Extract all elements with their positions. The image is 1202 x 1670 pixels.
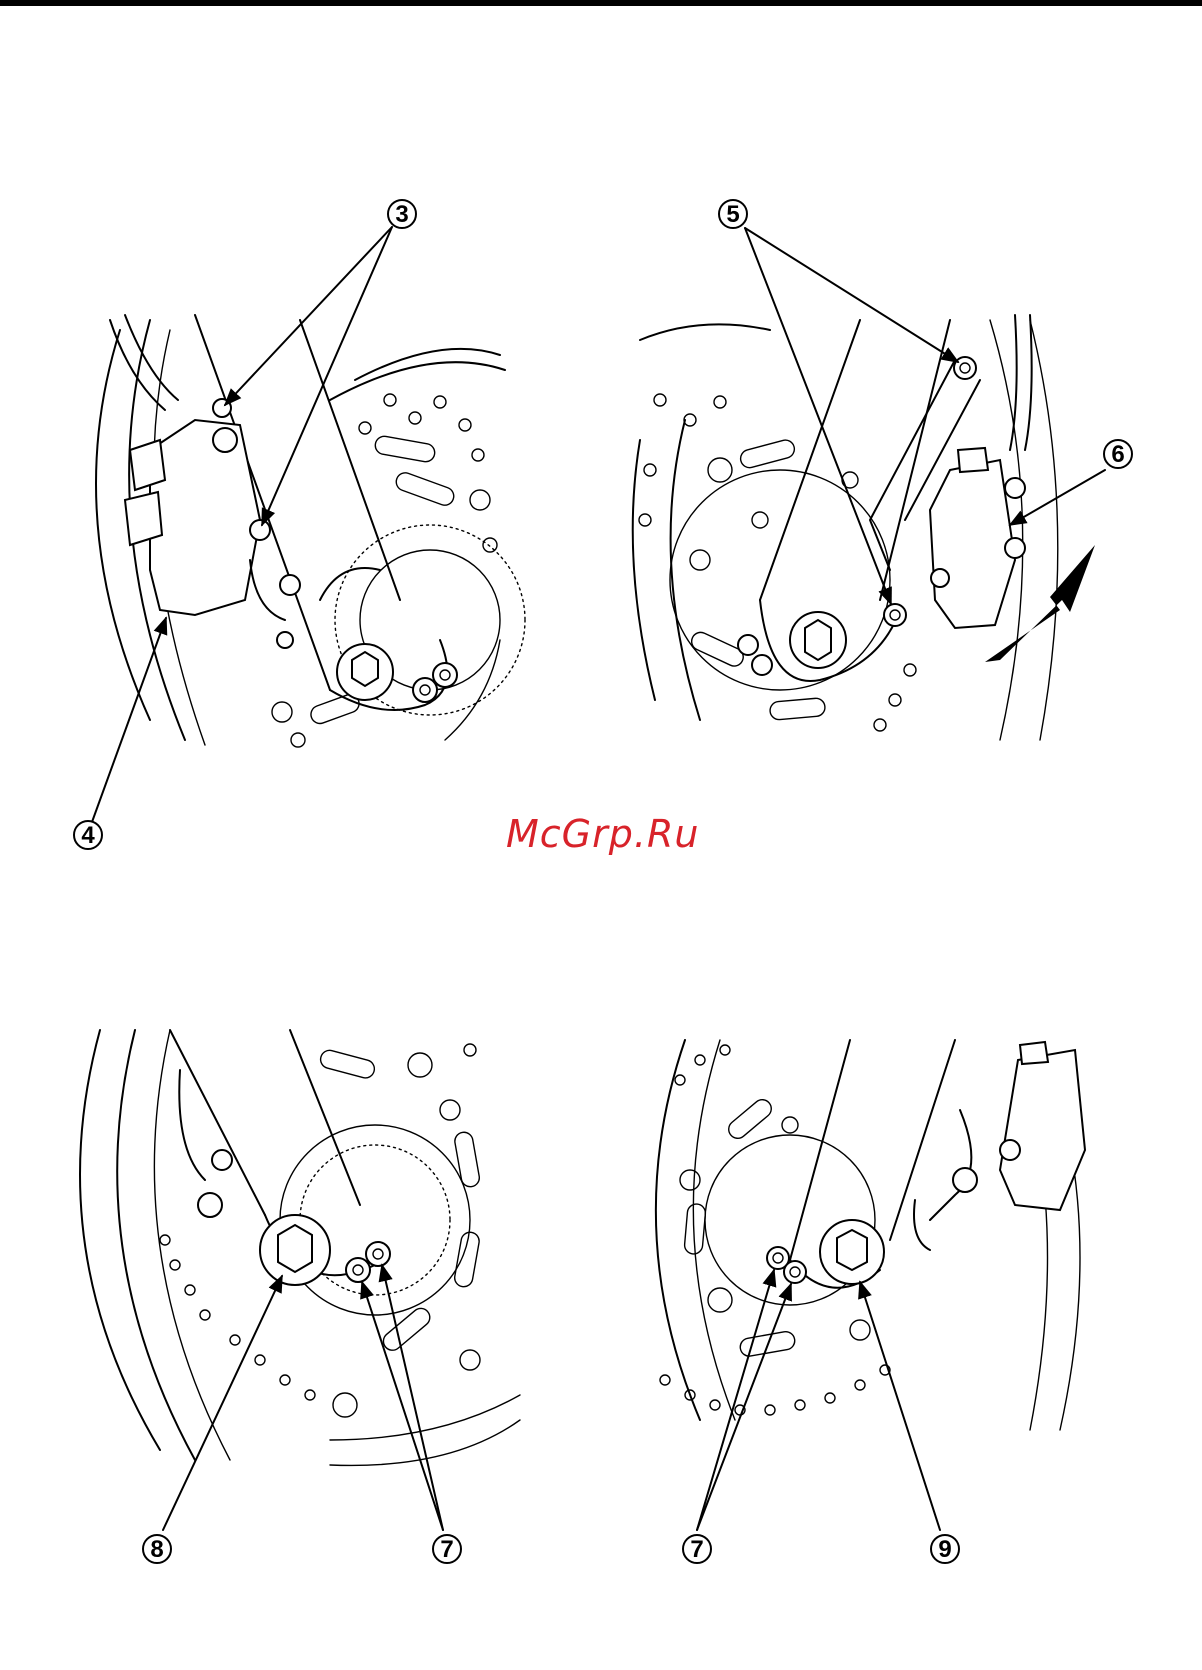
figure-left-caliper: 3 4 bbox=[74, 200, 525, 849]
callout-4-label: 4 bbox=[81, 822, 95, 849]
callout-8-label: 8 bbox=[150, 1536, 163, 1563]
figure-right-caliper: 5 6 bbox=[633, 200, 1132, 740]
watermark-text: McGrp.Ru bbox=[506, 812, 699, 856]
figure-axle-bolts-right: 7 9 bbox=[656, 1040, 1085, 1563]
callout-7-right-label: 7 bbox=[690, 1536, 703, 1563]
callout-5-label: 5 bbox=[726, 201, 739, 228]
callout-7-left-label: 7 bbox=[440, 1536, 453, 1563]
figure-axle-bolts-left: 7 8 bbox=[80, 1030, 520, 1563]
callout-9-label: 9 bbox=[938, 1536, 951, 1563]
callout-6-label: 6 bbox=[1111, 441, 1124, 468]
callout-3-label: 3 bbox=[395, 201, 408, 228]
